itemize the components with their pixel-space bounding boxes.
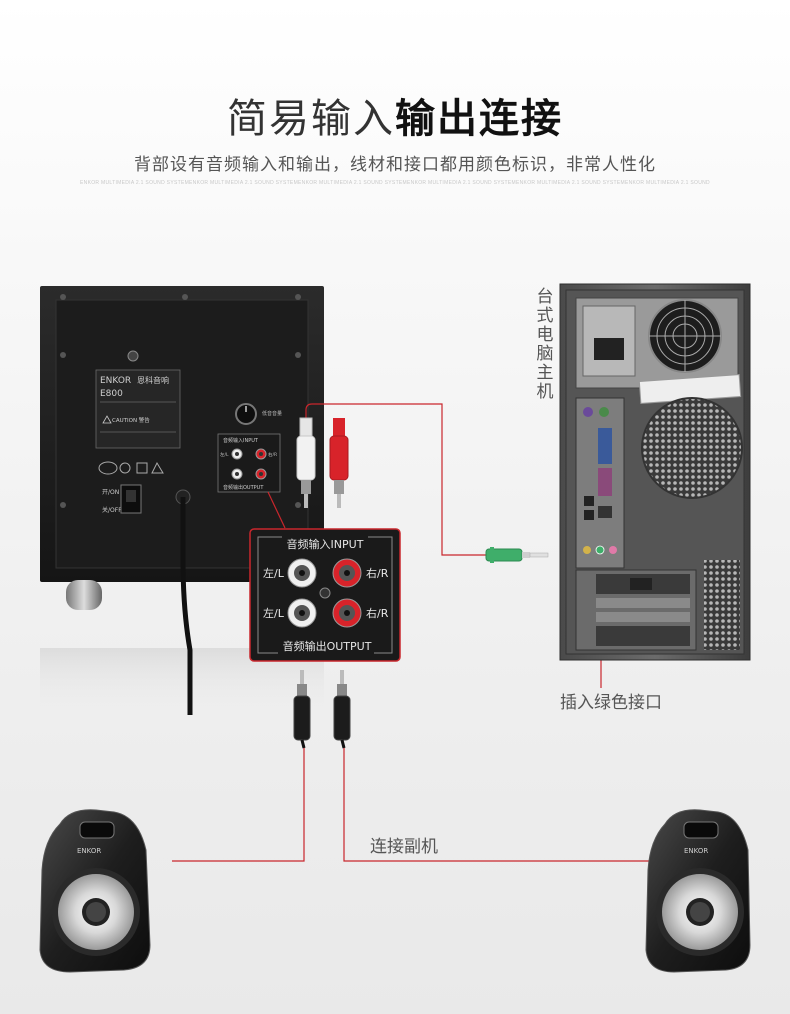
pc-note: 插入绿色接口 <box>560 693 662 713</box>
io-panel-zoom: 音频输入INPUT 音频输出OUTPUT 左/L 右/R 左/L 右/R <box>249 528 401 662</box>
panel-left-output: 左/L <box>263 607 285 620</box>
panel-output-label: 音频输出OUTPUT <box>283 639 372 653</box>
power-cable <box>180 497 193 715</box>
green-line-out-port <box>595 545 605 555</box>
panel-screw <box>319 587 331 599</box>
panel-input-left-jack <box>287 558 317 588</box>
panel-output-right-jack <box>332 598 362 628</box>
output-rca-cable <box>293 670 351 749</box>
page-title: 简易输入输出连接 <box>0 86 790 144</box>
left-speaker-brand: ENKOR <box>77 847 101 855</box>
volume-label: 低音音量 <box>262 410 282 417</box>
right-satellite-speaker: ENKOR <box>645 809 751 973</box>
sub-output-label: 音频输出OUTPUT <box>223 484 264 491</box>
power-off-label: 关/OFF <box>102 506 122 514</box>
power-on-label: 开/ON <box>102 489 119 496</box>
sub-left-label: 左/L <box>220 451 229 458</box>
right-speaker-brand: ENKOR <box>684 847 708 855</box>
satellite-note: 连接副机 <box>370 837 438 857</box>
tagline: ENKOR MULTIMEDIA 2.1 SOUND SYSTEMENKOR M… <box>80 180 710 186</box>
subwoofer: ENKOR 恩科音响 E800 CAUTION 警告 低音音量 音频输入INPU… <box>40 286 324 718</box>
panel-left-input: 左/L <box>263 567 285 580</box>
pc-tower <box>559 283 751 661</box>
left-satellite-speaker: ENKOR <box>39 809 151 973</box>
bass-volume-knob[interactable] <box>235 403 257 425</box>
certification-icons <box>98 461 164 475</box>
input-rca-cable <box>296 403 349 508</box>
sub-input-label: 音频输入INPUT <box>223 437 259 444</box>
green-audio-plug <box>485 547 549 563</box>
warning-icon <box>102 415 112 424</box>
title-light: 简易输入 <box>227 96 395 142</box>
page-subtitle: 背部设有音频输入和输出，线材和接口都用颜色标识，非常人性化 <box>134 155 656 175</box>
sub-brand-cn: 恩科音响 <box>137 375 169 385</box>
panel-input-label: 音频输入INPUT <box>287 537 364 551</box>
title-bold: 输出连接 <box>395 96 563 142</box>
panel-output-left-jack <box>287 598 317 628</box>
panel-right-input: 右/R <box>366 566 389 580</box>
pc-label: 台式电脑主机 <box>536 287 554 402</box>
sub-caution: CAUTION 警告 <box>112 416 150 424</box>
sub-right-label: 右/R <box>268 451 277 458</box>
sub-brand: ENKOR <box>100 376 131 386</box>
sub-model: E800 <box>100 389 123 399</box>
panel-input-right-jack <box>332 558 362 588</box>
panel-right-output: 右/R <box>366 606 389 620</box>
